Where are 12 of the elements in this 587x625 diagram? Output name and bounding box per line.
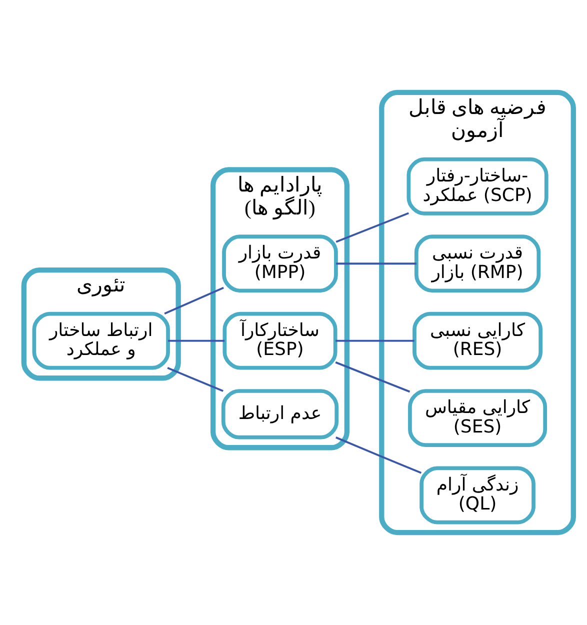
node-box: قدرت نسبی بازار (RMP)	[414, 234, 541, 293]
node-box: عدم ارتباط	[221, 389, 339, 440]
node-box: ساختار-رفتار- عملکرد (SCP)	[406, 157, 548, 216]
node-box: ارتباط ساختار و عملکرد	[32, 312, 170, 370]
connector	[164, 286, 224, 314]
connector	[168, 340, 225, 342]
connector	[336, 340, 414, 342]
connector	[335, 361, 410, 393]
connector	[336, 436, 422, 474]
connector	[167, 367, 224, 392]
connector	[336, 262, 416, 265]
connector	[336, 212, 409, 243]
